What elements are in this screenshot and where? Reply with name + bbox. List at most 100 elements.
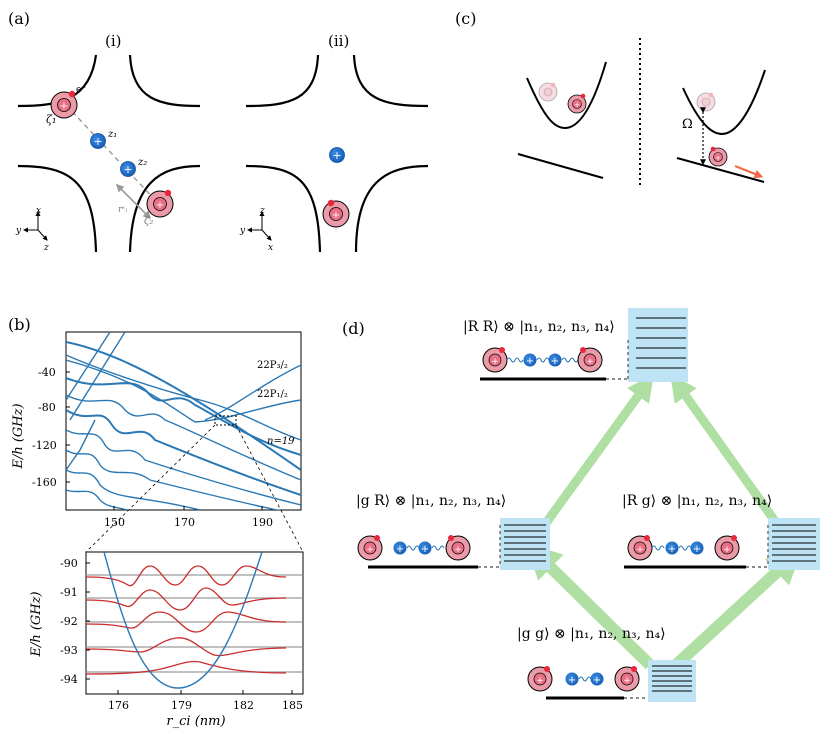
lower-potential-left: [517, 153, 604, 179]
ion-ii: +: [329, 147, 345, 163]
zeta1-label: ζ₁: [46, 113, 56, 126]
energy-curve: [204, 364, 301, 421]
electrode-upper-right: [128, 54, 201, 108]
top-ytick-label: -80: [38, 401, 56, 414]
trap-electrodes-i: [17, 54, 201, 253]
svg-text:+: +: [366, 545, 374, 555]
bottom-plot-frame: [85, 551, 304, 695]
svg-text:+: +: [491, 357, 499, 367]
axes-triad-ii: [247, 211, 272, 241]
wavefunction: [86, 565, 287, 587]
svg-text:+: +: [332, 149, 341, 162]
energy-curve: [66, 377, 301, 456]
energy-curve: [66, 419, 96, 471]
energy-curve: [194, 399, 301, 423]
zoom-region-box: [214, 415, 237, 426]
electrode-upper-right-ii: [352, 54, 429, 108]
upper-potential-left: [526, 61, 607, 130]
svg-text:+: +: [526, 356, 534, 367]
energy-curve: [69, 332, 126, 421]
energy-curve: [66, 429, 301, 506]
energy-curve: [66, 409, 301, 496]
top-ytick-label: -160: [32, 476, 57, 489]
top-yticks: [66, 371, 70, 483]
svg-text:+: +: [574, 101, 580, 109]
bottom-xtick-label: 182: [233, 699, 254, 712]
motion-arrow: [734, 164, 764, 179]
state-Rg-label: |R g⟩ ⊗ |n₁, n₂, n₃, n₄⟩: [622, 493, 772, 509]
top-ylabel: E/h (GHz): [11, 403, 26, 469]
top-xticks: [113, 506, 263, 510]
arrow-gg-to-Rg: [671, 547, 804, 670]
energy-curve: [66, 449, 281, 510]
zoom-connector-left: [85, 424, 216, 553]
axis-x-label-i: x: [36, 206, 41, 216]
chain-RR: + + + +: [482, 347, 603, 373]
energy-curve: [66, 341, 301, 471]
panel-b: (b) 22P₃/₂ 22P₁/₂: [8, 315, 304, 729]
rci-label: rᶜᵢ: [118, 205, 127, 215]
svg-text:+: +: [396, 544, 404, 555]
svg-text:+: +: [693, 544, 701, 555]
ion-1: +: [90, 133, 106, 149]
state-gR-label: |g R⟩ ⊗ |n₁, n₂, n₃, n₄⟩: [356, 493, 506, 509]
panel-d: (d) |R R⟩ ⊗ |n₁, n₂, n₃, n₄⟩ +: [342, 308, 820, 702]
panel-a: (a) (i) (ii) + e⁻ ζ₁: [8, 9, 429, 253]
energy-curve: [66, 489, 130, 510]
axis-x-label-ii: x: [268, 243, 273, 253]
svg-text:+: +: [536, 676, 544, 686]
rydberg-atom-1: +: [50, 90, 78, 119]
top-plot-curves: [66, 332, 301, 510]
panel-a-sub-i: (i): [105, 32, 122, 50]
electron-label: e⁻: [76, 85, 86, 95]
bottom-plot-content: [86, 552, 303, 689]
energy-curve: [66, 359, 196, 423]
bottom-ytick-label: -93: [60, 644, 78, 657]
level-ladder-gg: [652, 665, 692, 692]
level-box-Rg: [768, 518, 820, 570]
bottom-xtick-label: 179: [171, 699, 192, 712]
level-ladder-gR: [504, 524, 546, 562]
panel-c: (c) + Ω +: [455, 9, 766, 185]
upper-potential-right: [682, 69, 766, 136]
arrow-gg-to-gR: [525, 542, 655, 670]
bottom-xtick-label: 185: [282, 699, 303, 712]
svg-text:+: +: [332, 210, 340, 221]
trap-electrodes-ii: [245, 54, 429, 253]
bottom-ytick-label: -90: [60, 557, 78, 570]
atom-left: +: [567, 93, 587, 114]
wavefunction: [86, 587, 287, 611]
svg-text:+: +: [623, 676, 631, 686]
axis-z-label-ii: z: [259, 206, 265, 216]
ion-2: +: [120, 161, 136, 177]
svg-text:+: +: [593, 675, 601, 686]
transition-arrows: [525, 374, 804, 670]
top-xtick-label: 190: [252, 516, 273, 529]
panel-d-label: (d): [342, 319, 365, 338]
svg-text:+: +: [60, 101, 68, 112]
svg-text:+: +: [668, 544, 676, 555]
faded-atom-right: [696, 92, 716, 112]
bottom-ytick-label: -92: [60, 615, 78, 628]
svg-text:+: +: [551, 356, 559, 367]
panel-a-sub-ii: (ii): [328, 32, 349, 50]
annotation-n19: n=19: [267, 436, 295, 447]
bottom-xtick-label: 176: [108, 699, 129, 712]
lower-potential-right: [676, 157, 765, 183]
bottom-ylabel: E/h (GHz): [29, 591, 44, 657]
svg-text:+: +: [156, 200, 164, 211]
bottom-xlabel: r_ci (nm): [166, 714, 225, 729]
svg-text:+: +: [421, 544, 429, 555]
potential-curve: [103, 552, 263, 689]
top-ytick-label: -120: [32, 439, 57, 452]
wavefunction: [86, 660, 287, 675]
axis-y-label-ii: y: [239, 226, 246, 236]
energy-curve: [66, 354, 301, 441]
svg-text:+: +: [123, 163, 132, 176]
chain-Rg: + + + +: [627, 535, 740, 561]
svg-text:+: +: [636, 545, 644, 555]
top-xtick-label: 150: [104, 516, 125, 529]
atom-right: +: [708, 146, 728, 167]
axes-triad-i: [23, 211, 48, 241]
svg-text:+: +: [454, 545, 462, 555]
